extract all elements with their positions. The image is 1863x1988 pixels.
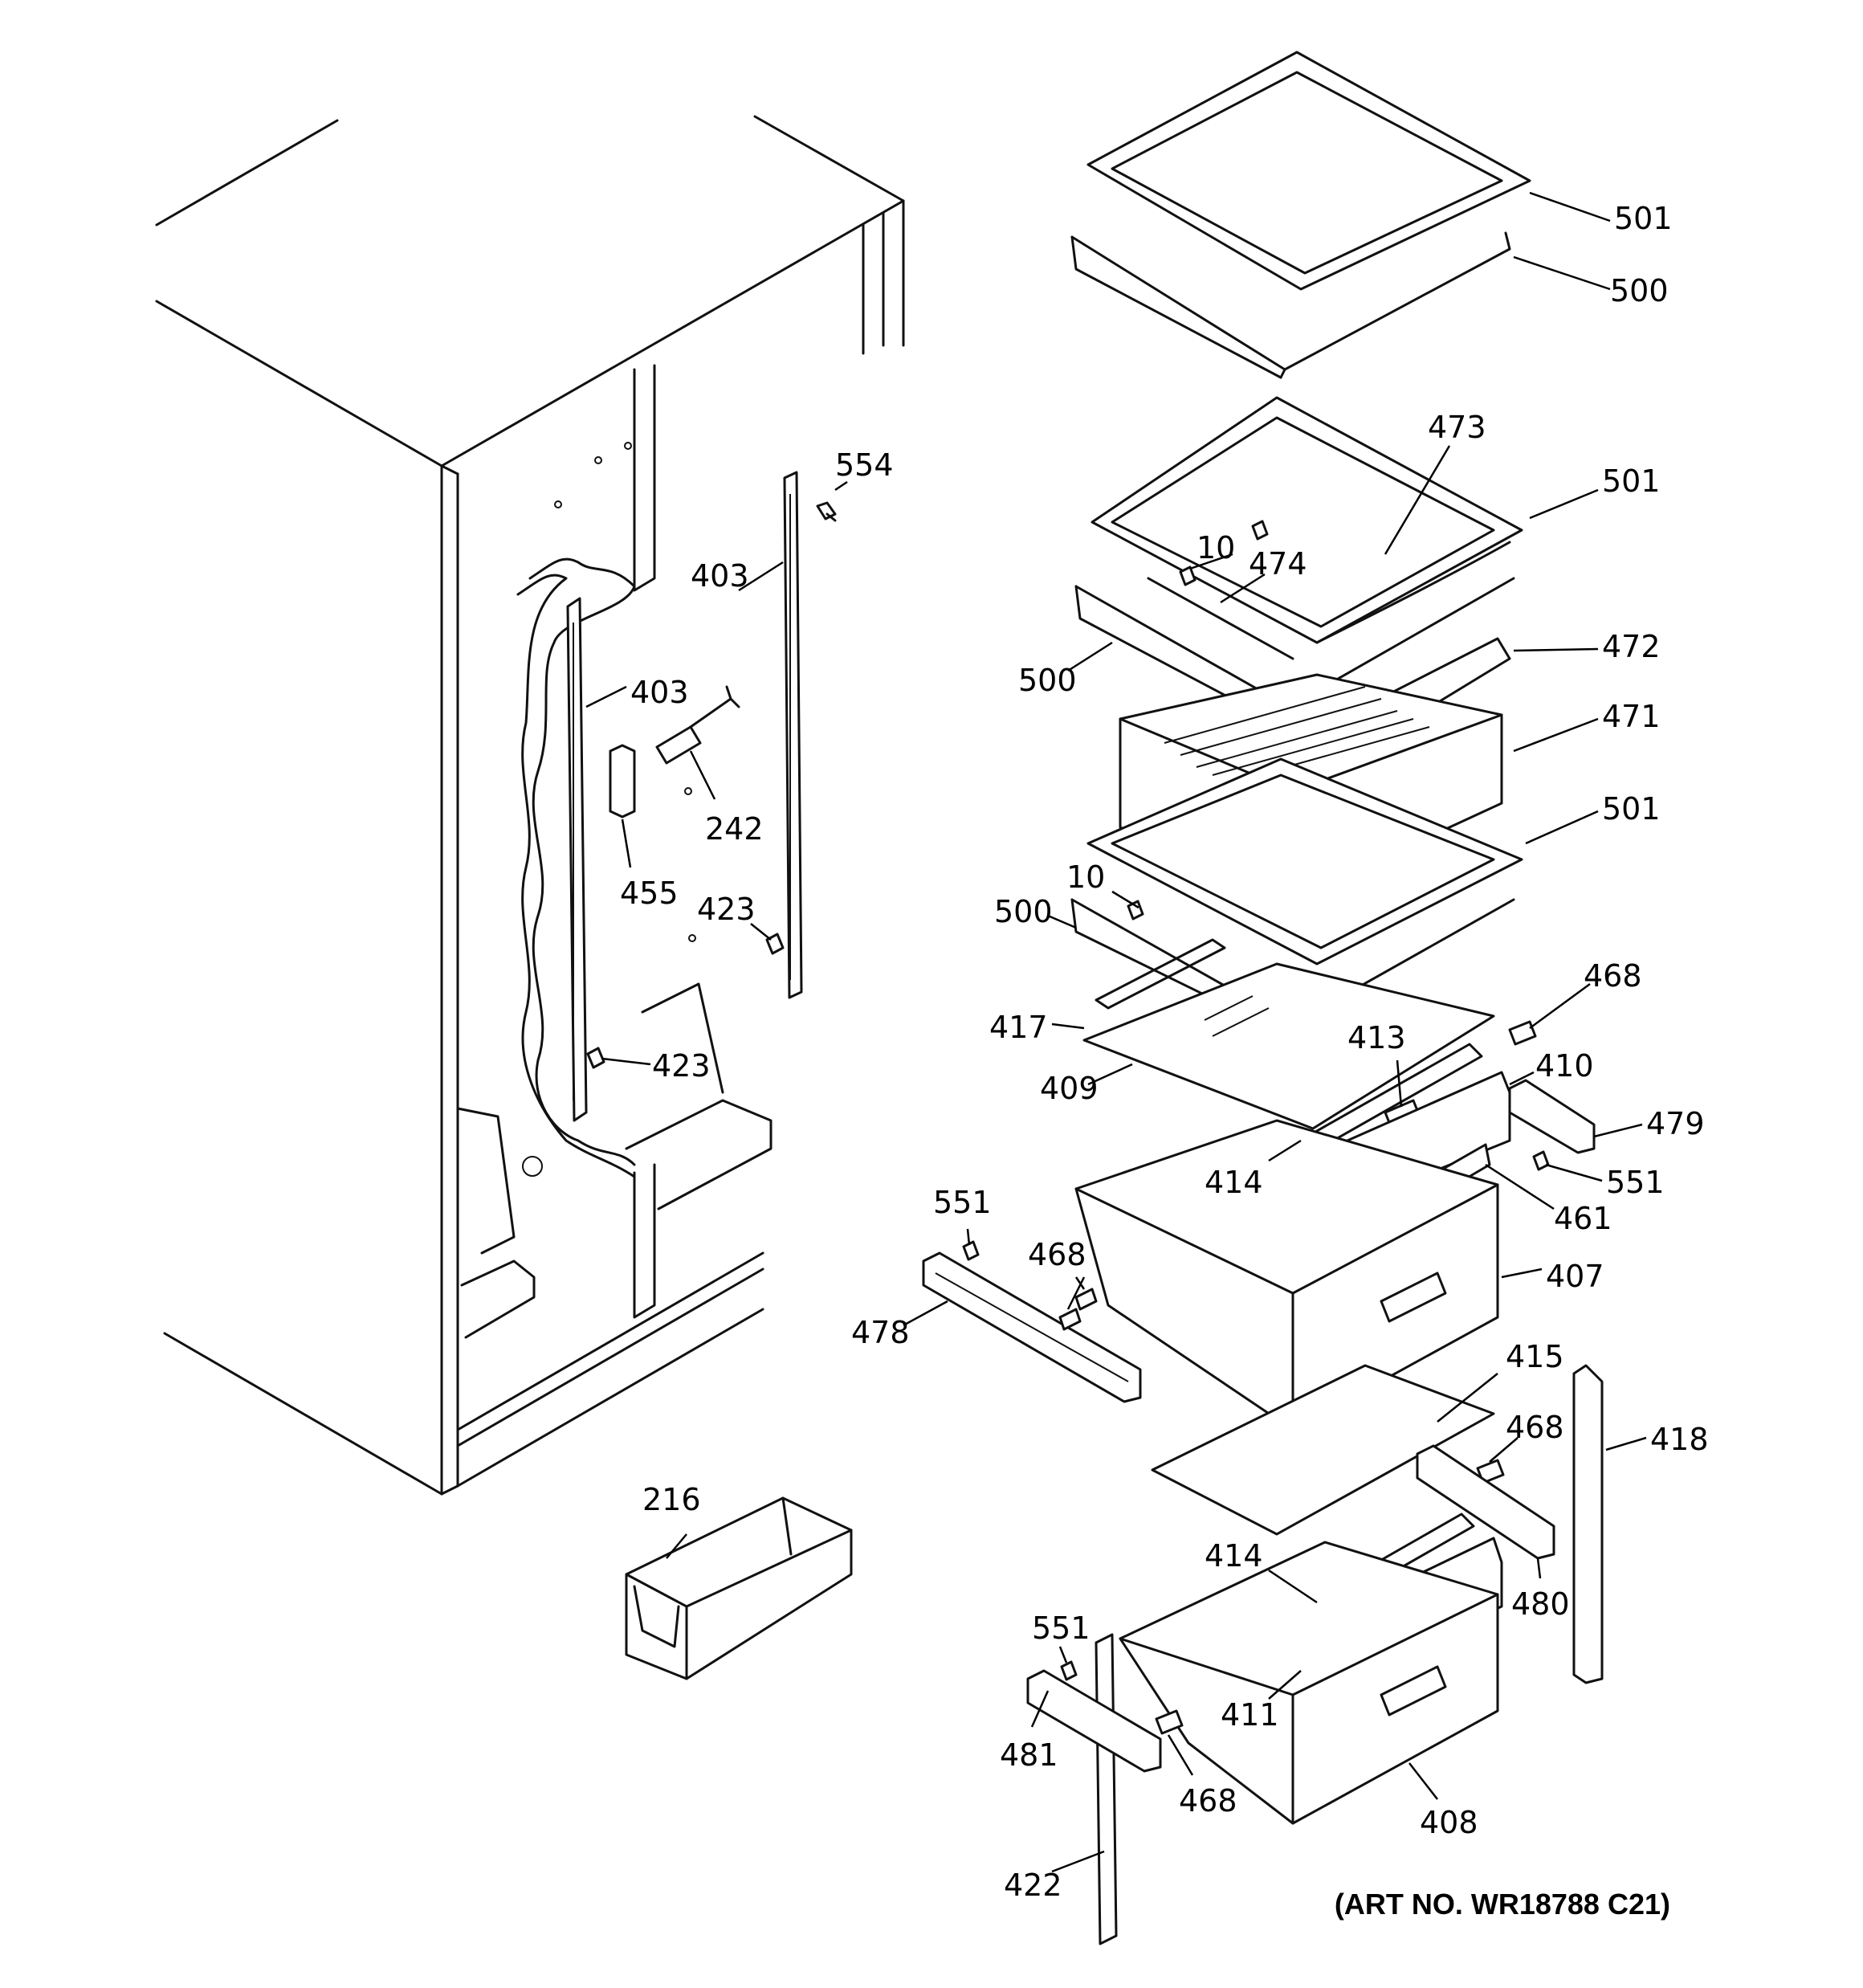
callout-numbers: 501 500 473 501 10 474 500 472 471 501 1…: [620, 201, 1709, 1903]
top-shelf-bracket-500: [1070, 231, 1511, 379]
slide-rail-478: [922, 1251, 1142, 1403]
callout-471: 471: [1602, 699, 1661, 734]
callout-417: 417: [989, 1010, 1048, 1045]
callout-423: 423: [652, 1048, 711, 1084]
door-bin-216: [625, 1496, 853, 1680]
callout-407: 407: [1546, 1259, 1604, 1294]
refrigerator-cabinet: [155, 115, 905, 1496]
side-cover-418: [1572, 1364, 1604, 1684]
callout-478: 478: [851, 1315, 910, 1350]
callout-461: 461: [1554, 1201, 1612, 1236]
callout-411: 411: [1221, 1697, 1279, 1733]
right-shelf-rail-403: [783, 471, 803, 999]
screw-423-upper: [765, 933, 785, 955]
callout-551: 551: [1606, 1165, 1665, 1200]
callout-500: 500: [994, 894, 1053, 929]
middle-shelf-frame-501: [1090, 396, 1523, 644]
callout-501: 501: [1602, 463, 1661, 499]
glass-shelf-415: [1151, 1364, 1495, 1536]
callout-410: 410: [1535, 1048, 1594, 1084]
screw-554: [816, 501, 837, 522]
callout-242: 242: [705, 811, 764, 847]
callout-500: 500: [1610, 273, 1669, 308]
callout-551: 551: [1032, 1610, 1090, 1646]
lower-shelf-frame-501: [1086, 757, 1523, 965]
callout-481: 481: [1000, 1737, 1058, 1773]
top-shelf-frame-501: [1086, 51, 1531, 291]
callout-413: 413: [1347, 1020, 1406, 1055]
callout-415: 415: [1506, 1339, 1564, 1374]
leader-lines: [585, 191, 1647, 1873]
callout-414: 414: [1205, 1538, 1263, 1574]
glass-shelf-409: [1082, 962, 1495, 1130]
clip-468-upper-right: [1508, 1020, 1537, 1046]
clips-468-pair: [1058, 1288, 1098, 1331]
callout-216: 216: [642, 1482, 701, 1517]
callout-10: 10: [1066, 859, 1105, 895]
callout-474: 474: [1249, 546, 1307, 582]
bracket-455: [609, 744, 636, 818]
slide-rail-479: [1508, 1079, 1596, 1154]
screw-551-right: [1532, 1150, 1550, 1171]
callout-10: 10: [1196, 530, 1235, 565]
callout-473: 473: [1428, 410, 1486, 445]
clip-468-lower-left: [1155, 1709, 1184, 1735]
art-number-label: (ART NO. WR18788 C21): [1334, 1888, 1670, 1921]
side-cover-422: [1095, 1633, 1118, 1945]
callout-479: 479: [1646, 1106, 1705, 1141]
callout-501: 501: [1602, 791, 1661, 827]
slide-rail-480: [1416, 1444, 1555, 1560]
left-shelf-rail-403: [566, 597, 588, 1122]
callout-409: 409: [1040, 1071, 1099, 1106]
callout-414: 414: [1205, 1165, 1263, 1200]
callout-472: 472: [1602, 629, 1661, 664]
screw-423-lower: [586, 1047, 605, 1069]
screw-551-lower: [1060, 1660, 1078, 1681]
meat-drawer-407: [1074, 1119, 1499, 1431]
callout-480: 480: [1511, 1586, 1570, 1622]
callout-408: 408: [1420, 1805, 1478, 1840]
screw-10-upper: [1179, 520, 1269, 586]
callout-468: 468: [1028, 1237, 1086, 1272]
callout-468: 468: [1506, 1410, 1564, 1445]
slide-rail-481: [1026, 1669, 1162, 1773]
vegetable-drawer-408: [1119, 1541, 1499, 1825]
callout-418: 418: [1650, 1422, 1709, 1457]
callout-422: 422: [1004, 1868, 1062, 1903]
callout-501: 501: [1614, 201, 1673, 236]
callout-554: 554: [835, 447, 894, 483]
callout-455: 455: [620, 876, 679, 911]
callout-500: 500: [1018, 663, 1077, 698]
callout-423: 423: [697, 892, 756, 927]
callout-403: 403: [691, 558, 749, 594]
callout-551: 551: [933, 1185, 992, 1220]
shelf-rail-417: [1095, 938, 1226, 1010]
callout-403: 403: [630, 675, 689, 710]
screw-10-lower: [1127, 900, 1144, 921]
callout-468: 468: [1584, 958, 1642, 994]
callout-468: 468: [1179, 1783, 1237, 1819]
screw-551-left: [962, 1240, 980, 1261]
pin-242: [655, 685, 740, 795]
